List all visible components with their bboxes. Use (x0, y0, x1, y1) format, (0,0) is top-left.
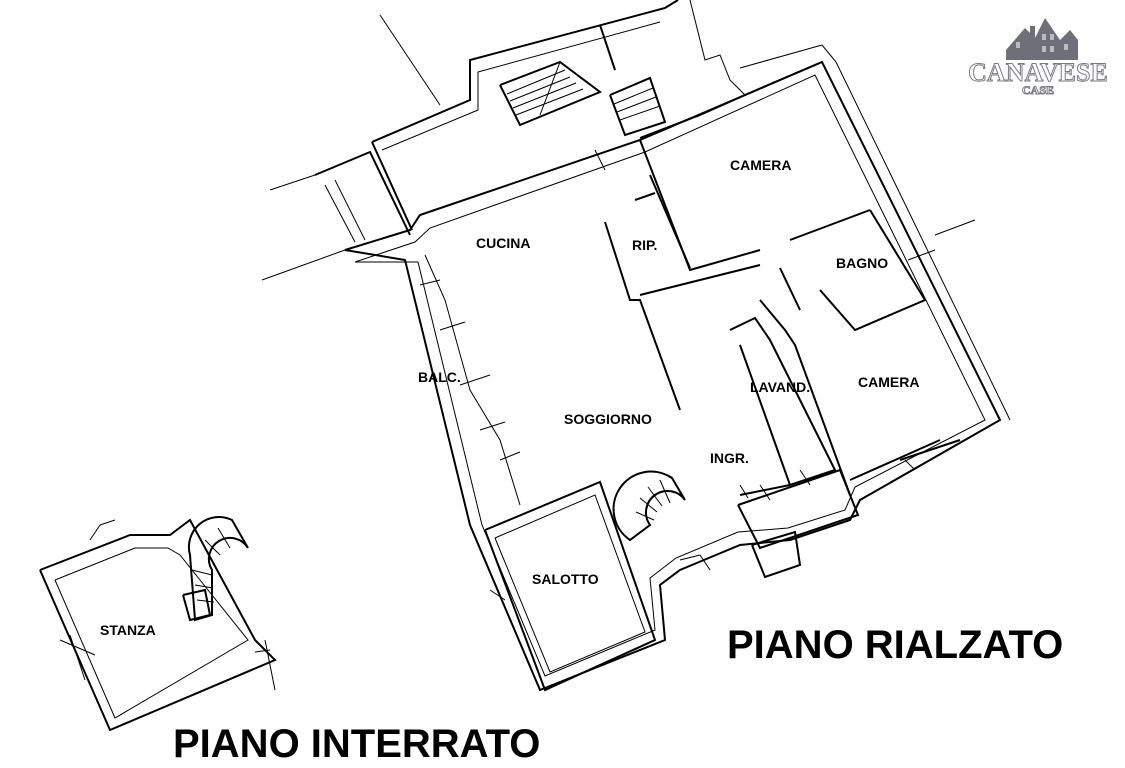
salotto-walls (484, 480, 657, 692)
room-label-rip: RIP. (632, 237, 657, 253)
room-label-balc: BALC. (418, 369, 461, 385)
entry-porch (737, 468, 860, 579)
spiral-stairs-basement (182, 516, 249, 622)
room-label-ingr: INGR. (710, 450, 749, 466)
logo-sub: CASE (1022, 83, 1054, 97)
room-label-lavand: LAVAND. (750, 379, 810, 395)
title-piano-interrato: PIANO INTERRATO (173, 722, 540, 766)
room-label-cucina: CUCINA (476, 235, 530, 251)
basement-walls (39, 518, 277, 732)
room-labels: CAMERA CUCINA RIP. BAGNO BALC. LAVAND. C… (100, 157, 919, 638)
upper-stairs (499, 60, 667, 137)
room-label-camera-top: CAMERA (730, 157, 791, 173)
room-label-salotto: SALOTTO (532, 571, 599, 587)
canavese-case-logo: CANAVESE CASE (968, 18, 1108, 98)
room-label-bagno: BAGNO (836, 255, 888, 271)
logo-name: CANAVESE (968, 58, 1108, 87)
spiral-stairs-main (612, 470, 686, 542)
window-marks (419, 149, 976, 601)
title-piano-rialzato: PIANO RIALZATO (727, 623, 1063, 667)
room-label-stanza: STANZA (100, 622, 156, 638)
room-label-camera-right: CAMERA (858, 374, 919, 390)
internal-walls (604, 139, 961, 496)
main-floor-walls (261, 0, 1011, 692)
room-label-soggiorno: SOGGIORNO (564, 411, 652, 427)
